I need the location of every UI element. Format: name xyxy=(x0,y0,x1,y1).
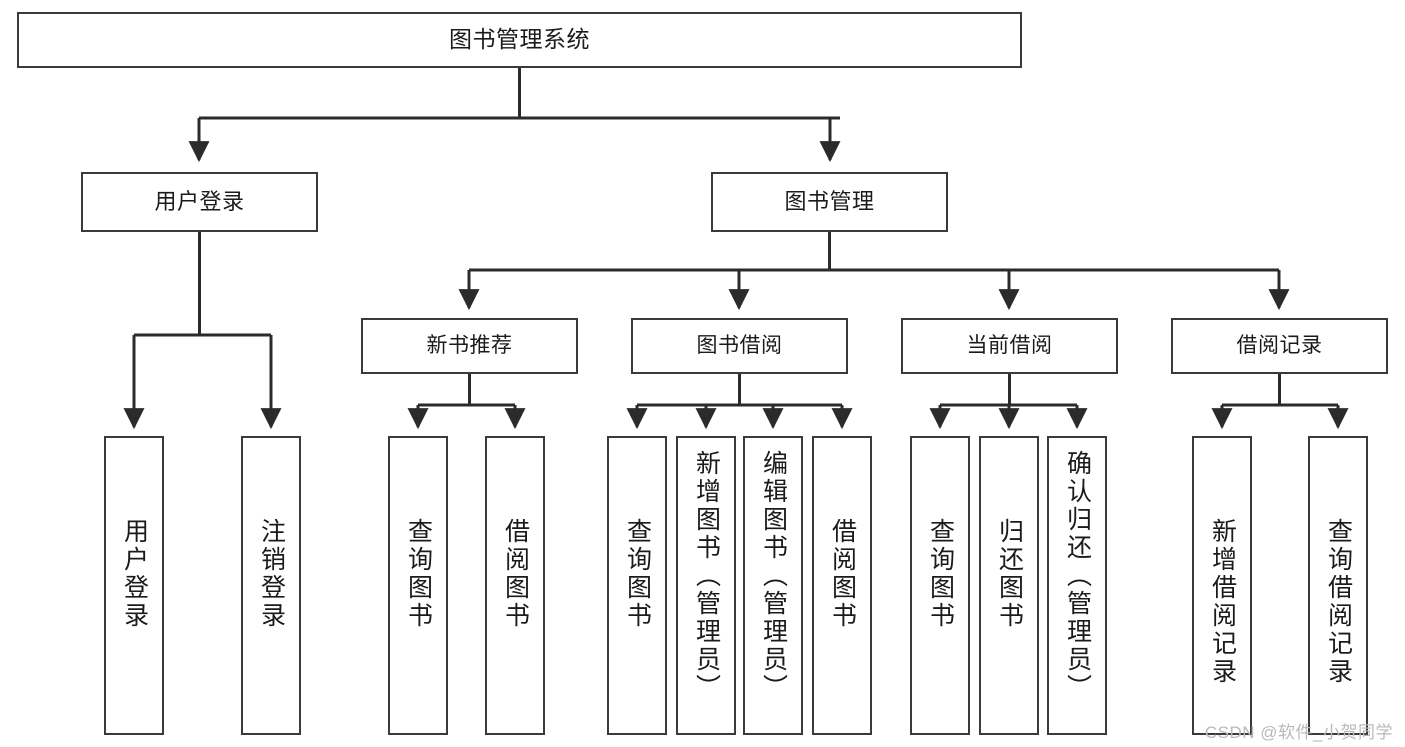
node-label: 当前借阅 xyxy=(966,333,1053,357)
leaf-query-book-current[interactable]: 查询图书 xyxy=(910,436,970,735)
node-label: 查询图书 xyxy=(623,518,652,630)
node-user-login[interactable]: 用户登录 xyxy=(81,172,318,232)
leaf-query-book-borrow[interactable]: 查询图书 xyxy=(607,436,667,735)
leaf-borrow-book[interactable]: 借阅图书 xyxy=(812,436,872,735)
leaf-query-book-recommend[interactable]: 查询图书 xyxy=(388,436,448,735)
node-new-book-recommend[interactable]: 新书推荐 xyxy=(361,318,578,374)
node-label: 用户登录 xyxy=(120,518,149,630)
leaf-add-borrow-record[interactable]: 新增借阅记录 xyxy=(1192,436,1252,735)
node-label: 借阅记录 xyxy=(1236,333,1323,357)
node-label: 编辑图书（管理员） xyxy=(759,450,788,702)
node-label: 新增图书（管理员） xyxy=(692,450,721,702)
node-current-borrow[interactable]: 当前借阅 xyxy=(901,318,1118,374)
leaf-add-book-admin[interactable]: 新增图书（管理员） xyxy=(676,436,736,735)
leaf-edit-book-admin[interactable]: 编辑图书（管理员） xyxy=(743,436,803,735)
node-book-borrow[interactable]: 图书借阅 xyxy=(631,318,848,374)
node-book-management[interactable]: 图书管理 xyxy=(711,172,948,232)
watermark: CSDN @软件_小贺同学 xyxy=(1204,723,1393,742)
leaf-logout[interactable]: 注销登录 xyxy=(241,436,301,735)
node-root[interactable]: 图书管理系统 xyxy=(17,12,1022,68)
leaf-borrow-book-recommend[interactable]: 借阅图书 xyxy=(485,436,545,735)
node-borrow-record[interactable]: 借阅记录 xyxy=(1171,318,1388,374)
node-label: 新书推荐 xyxy=(426,333,513,357)
node-label: 图书管理 xyxy=(784,189,875,215)
node-label: 借阅图书 xyxy=(828,518,857,630)
node-label: 注销登录 xyxy=(257,518,286,630)
node-label: 查询图书 xyxy=(926,518,955,630)
node-label: 图书管理系统 xyxy=(449,26,590,53)
leaf-return-book[interactable]: 归还图书 xyxy=(979,436,1039,735)
node-label: 查询借阅记录 xyxy=(1324,518,1353,686)
leaf-query-borrow-record[interactable]: 查询借阅记录 xyxy=(1308,436,1368,735)
node-label: 确认归还（管理员） xyxy=(1063,450,1092,702)
node-label: 新增借阅记录 xyxy=(1208,518,1237,686)
leaf-user-login[interactable]: 用户登录 xyxy=(104,436,164,735)
node-label: 借阅图书 xyxy=(501,518,530,630)
node-label: 图书借阅 xyxy=(696,333,783,357)
leaf-confirm-return-admin[interactable]: 确认归还（管理员） xyxy=(1047,436,1107,735)
node-label: 查询图书 xyxy=(404,518,433,630)
node-label: 用户登录 xyxy=(154,189,245,215)
node-label: 归还图书 xyxy=(995,518,1024,630)
